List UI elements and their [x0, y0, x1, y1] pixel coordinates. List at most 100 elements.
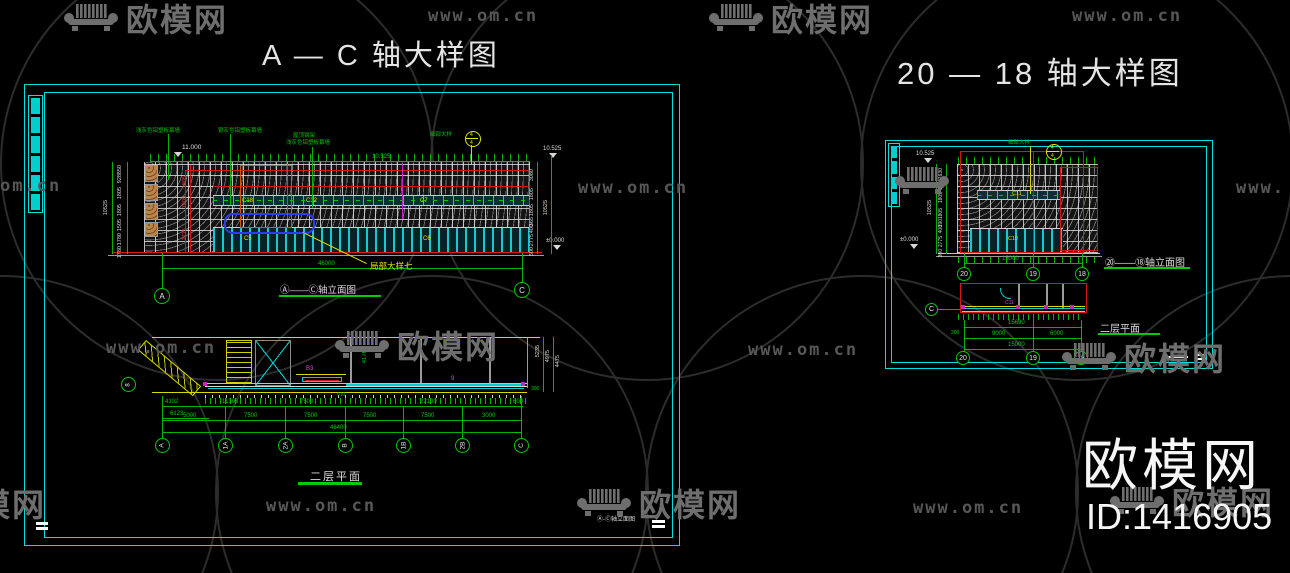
sofa-icon	[335, 331, 389, 358]
red-detail-rect	[960, 151, 1084, 253]
strip-cell	[31, 117, 40, 134]
watermark-url: www.om.cn	[266, 496, 377, 516]
plan-room-mark: B3	[306, 366, 314, 372]
dim-line	[551, 155, 552, 254]
watermark-logo: 欧模网	[575, 488, 741, 521]
dim-total: 10525	[543, 200, 549, 216]
caption-underline	[279, 295, 381, 297]
axis-label: 2B	[458, 441, 466, 450]
ground-line-yellow	[938, 253, 1100, 254]
axis-leader	[345, 406, 346, 438]
site-model-id: ID:1416905	[1086, 496, 1273, 537]
material-annotation: 屋顶钢架	[293, 133, 316, 139]
material-annotation: 浅灰色铝塑板幕墙	[136, 128, 181, 134]
axis-label: C	[928, 306, 935, 313]
sofa-icon	[577, 489, 631, 516]
strip-cell	[31, 174, 40, 191]
dim-total: 15000	[1002, 256, 1019, 262]
storefront-mullions	[970, 228, 1063, 253]
dim-value: 1805	[117, 187, 123, 200]
sofa-icon	[895, 167, 949, 194]
red-detail-rect	[1060, 167, 1098, 251]
detail-callout-label: 细部大样	[430, 132, 453, 138]
level-triangle	[924, 158, 932, 163]
axis-leader	[1082, 253, 1083, 267]
callout-leader	[1030, 146, 1031, 194]
watermark-logo-text: 欧模网	[1172, 485, 1275, 522]
strip-cell	[31, 136, 40, 153]
dim-value: 3080	[529, 169, 535, 182]
dim-value: 7500	[244, 413, 258, 419]
dim-total: 46000	[318, 261, 335, 267]
left-drawing-frame-inner	[44, 92, 673, 538]
axis-label: 1B	[399, 441, 407, 450]
dim-line	[162, 420, 521, 421]
left-frame-title-strip	[28, 95, 43, 213]
dim-value: 600	[513, 399, 524, 405]
dim-value: 300	[529, 247, 535, 257]
mini-caption: Ⓐ-Ⓒ轴立面图	[597, 517, 635, 523]
ground-line	[108, 255, 544, 256]
dim-value: 5000	[183, 413, 197, 419]
magenta-joint-line	[402, 164, 403, 219]
plan-caption: 二层平面	[1100, 324, 1140, 335]
axis-leader	[403, 406, 404, 438]
axis-leader	[225, 406, 226, 438]
material-annotation: 浅灰色铝塑板幕墙	[286, 140, 331, 146]
dim-value: 300	[951, 330, 960, 336]
scale-mark	[1168, 356, 1188, 358]
ground-line	[936, 256, 1102, 257]
north-mark	[1196, 354, 1206, 356]
annotation-leader	[230, 134, 231, 205]
axis-label: 19	[1029, 354, 1037, 362]
annotation-leader	[312, 147, 313, 208]
dim-value: 11398	[222, 399, 239, 405]
red-dim-value: 1805	[182, 176, 188, 189]
callout-leader	[471, 145, 472, 165]
dim-total: 15000	[1008, 342, 1025, 348]
plan-bottom-wall	[208, 388, 524, 389]
plan-marker	[521, 382, 525, 386]
dim-total: 15690	[1008, 320, 1025, 326]
level-marker: 10.525	[372, 154, 391, 160]
level-triangle	[553, 245, 561, 250]
sofa-icon	[1110, 487, 1164, 514]
plan-wall-band	[962, 306, 1085, 307]
ground-ticks	[958, 257, 1098, 263]
strip-cell	[891, 176, 897, 189]
dim-value: 4102	[165, 399, 179, 405]
watermark-logo-text: 欧模网	[771, 2, 874, 39]
level-triangle	[174, 152, 182, 157]
dim-value: 300	[938, 249, 944, 258]
plan-axis-bubble: 20	[956, 351, 970, 365]
north-mark	[1196, 358, 1206, 360]
window-label: C18	[242, 198, 254, 204]
axis-leader	[162, 396, 163, 438]
axis-label: A	[159, 291, 165, 301]
plan-marker	[1016, 305, 1020, 309]
door-recess-line	[296, 374, 346, 375]
sofa-icon	[709, 4, 763, 31]
detail-cloud	[224, 213, 315, 234]
caption-underline	[1104, 267, 1190, 269]
caption-underline	[1098, 333, 1160, 335]
plan-marker	[1044, 305, 1048, 309]
plan-axis-bubble: 1A	[218, 438, 233, 453]
level-triangle	[910, 244, 918, 249]
left-title: A — C 轴大样图	[262, 40, 500, 72]
plan-axis-bubble: A	[155, 438, 170, 453]
axis-label: 8	[125, 382, 132, 387]
corner-mark	[36, 527, 48, 530]
detail-leader-label: 局部大样七	[370, 261, 413, 271]
dim-value: 400	[529, 224, 535, 234]
dim-value: 5235	[535, 345, 541, 358]
dim-line	[964, 263, 1082, 264]
red-dim-value: 2775	[182, 228, 188, 241]
plan-bottom-wall	[205, 386, 527, 387]
dim-line	[537, 162, 538, 254]
dim-line	[112, 162, 113, 254]
dim-value: 6123	[170, 411, 184, 417]
right-drawing-frame-outer	[885, 140, 1213, 369]
right-frame-title-strip	[888, 143, 900, 207]
plan-axis-bubble: 19	[1026, 351, 1040, 365]
